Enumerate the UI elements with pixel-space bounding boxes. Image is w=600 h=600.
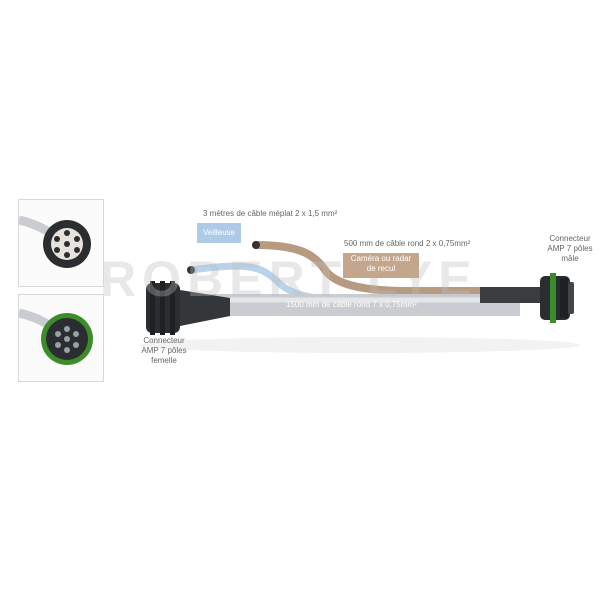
cable-shadow: [140, 337, 580, 353]
veilleuse-cable-tip: [187, 266, 195, 274]
badge-camera-line1: Caméra ou radar: [350, 254, 412, 263]
thumbnail-female-connector: [18, 199, 104, 287]
thumbnail-male-connector: [18, 294, 104, 382]
female-connector: [146, 281, 230, 335]
badge-camera-line2: de recul: [366, 264, 396, 273]
badge-camera: Caméra ou radar de recul: [343, 253, 419, 278]
label-male-line1: Connecteur: [549, 234, 591, 243]
camera-cable: [252, 241, 504, 295]
label-male-line2: AMP 7 pôles: [547, 244, 593, 253]
badge-veilleuse: Veilleuse: [197, 223, 241, 243]
label-male-line3: mâle: [561, 254, 579, 263]
label-500mm-cable: 500 mm de câble rond 2 x 0,75mm²: [344, 239, 471, 248]
camera-cable-tip: [252, 241, 260, 249]
label-meplat-cable: 3 mètres de câble méplat 2 x 1,5 mm²: [203, 209, 338, 218]
label-female-line3: femelle: [151, 356, 177, 365]
label-female-connector: Connecteur AMP 7 pôles femelle: [132, 336, 196, 366]
label-female-line2: AMP 7 pôles: [141, 346, 187, 355]
label-male-connector: Connecteur AMP 7 pôles mâle: [540, 234, 600, 264]
label-female-line1: Connecteur: [143, 336, 185, 345]
label-1500mm-cable: 1500 mm de câble rond 7 x 0,75mm²: [286, 300, 417, 309]
male-connector: [540, 273, 574, 323]
